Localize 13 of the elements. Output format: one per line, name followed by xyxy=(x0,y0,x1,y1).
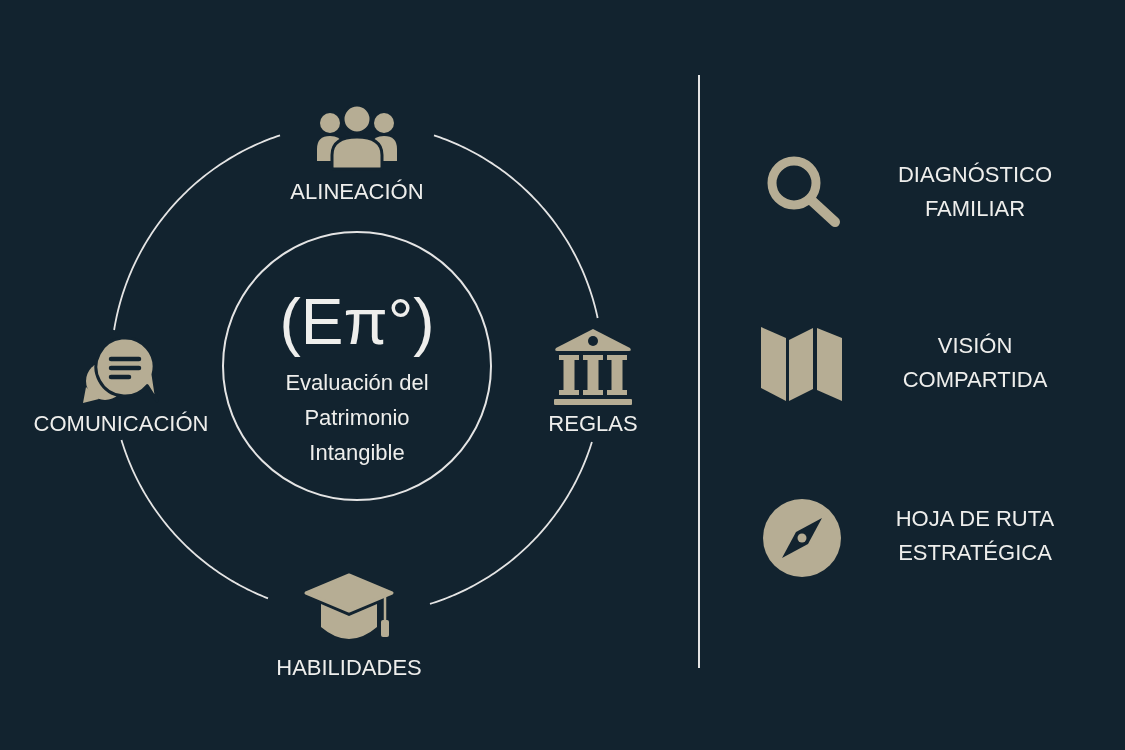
step-label: HABILIDADES xyxy=(276,655,422,681)
ring-arc xyxy=(120,439,269,600)
step-label: COMUNICACIÓN xyxy=(33,411,209,437)
ring-arc xyxy=(429,441,593,605)
outcome-label: DIAGNÓSTICO FAMILIAR xyxy=(897,161,1053,223)
step-label: ALINEACIÓN xyxy=(290,179,424,205)
center-circle xyxy=(222,231,492,501)
center-caption: Evaluación del Patrimonio Intangible xyxy=(284,369,430,467)
step-label: REGLAS xyxy=(548,411,638,437)
outcome-label: VISIÓN COMPARTIDA xyxy=(901,332,1049,394)
outcome-label: HOJA DE RUTA ESTRATÉGICA xyxy=(894,505,1056,567)
ring-arc xyxy=(433,134,599,319)
ring-arc xyxy=(113,134,281,331)
